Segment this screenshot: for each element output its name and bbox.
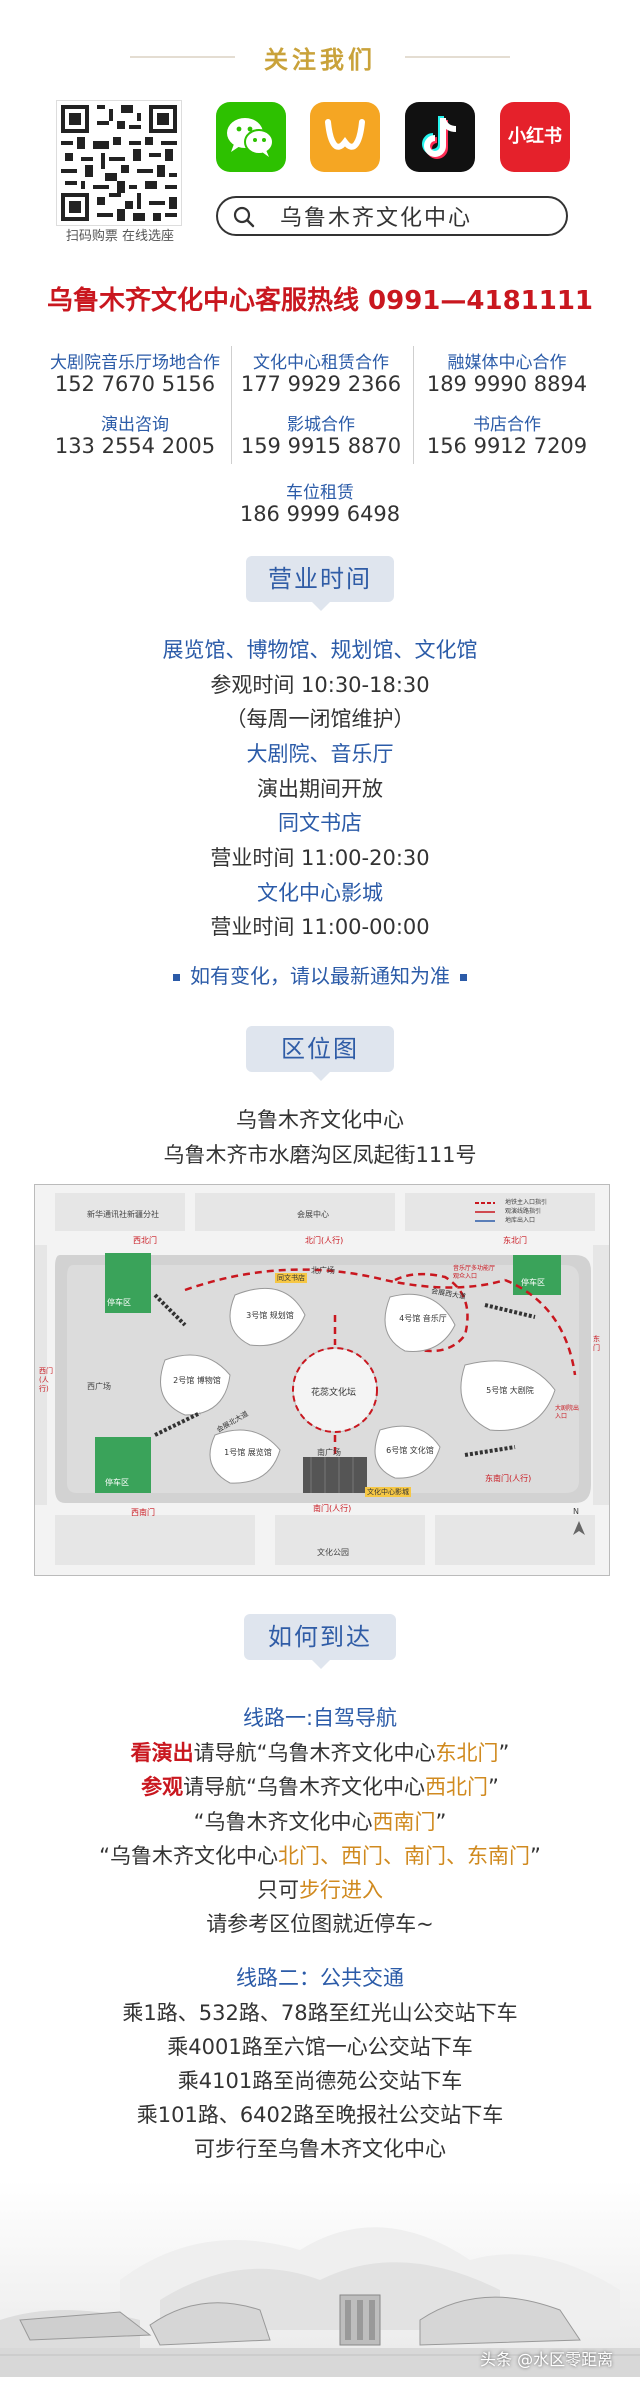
hours-line: 文化中心影城 xyxy=(257,881,383,905)
location-name: 乌鲁木齐文化中心 xyxy=(236,1108,404,1132)
contact-name: 文化中心租赁合作 xyxy=(253,353,389,373)
contact-name: 演出咨询 xyxy=(101,415,169,435)
map-label: 会展中心 xyxy=(297,1210,329,1219)
search-box[interactable] xyxy=(216,196,568,236)
route2-line: 乘4101路至尚德苑公交站下车 xyxy=(177,2069,463,2093)
gate-label: 东北门 xyxy=(503,1236,527,1245)
building-label: 5号馆 大剧院 xyxy=(486,1386,534,1395)
divider-left xyxy=(130,56,235,58)
hotline: 乌鲁木齐文化中心客服热线 0991—4181111 xyxy=(46,286,594,316)
building-label: 6号馆 文化馆 xyxy=(386,1446,434,1455)
contact-number[interactable]: 133 2554 2005 xyxy=(54,434,216,458)
wechat-icon[interactable] xyxy=(216,102,286,172)
hours-line: 营业时间 11:00-20:30 xyxy=(210,846,430,870)
watermark: 头条 @水区零距离 xyxy=(480,2350,614,2369)
pill-pointer xyxy=(312,602,330,611)
gate-label: 西北门 xyxy=(133,1236,157,1245)
location-map[interactable]: 新华通讯社新疆分社 会展中心 文化公园 地铁主入口指引观演线路指引地库出入口 西… xyxy=(34,1184,610,1576)
contact-divider xyxy=(413,346,414,464)
parking-label: 停车区 xyxy=(105,1478,129,1487)
map-label: 新华通讯社新疆分社 xyxy=(87,1210,159,1219)
hours-line: 同文书店 xyxy=(278,811,362,835)
pill-pointer xyxy=(312,1660,330,1669)
contact-name: 影城合作 xyxy=(287,415,355,435)
location-pill: 区位图 xyxy=(246,1026,394,1072)
route1-line: “乌鲁木齐文化中心西南门” xyxy=(193,1810,447,1834)
map-label: 文化公园 xyxy=(317,1548,349,1557)
route2-line: 乘4001路至六馆一心公交站下车 xyxy=(167,2035,473,2059)
parking-label: 停车区 xyxy=(107,1298,131,1307)
follow-title: 关注我们 xyxy=(264,46,376,74)
area-label: 花蕊文化坛 xyxy=(311,1388,357,1398)
contact-name: 书店合作 xyxy=(473,415,541,435)
contact-number[interactable]: 177 9929 2366 xyxy=(240,372,402,396)
location-address: 乌鲁木齐市水磨沟区凤起街111号 xyxy=(163,1143,477,1167)
route1-line: 请参考区位图就近停车~ xyxy=(206,1912,434,1936)
route2-line: 乘101路、6402路至晚报社公交站下车 xyxy=(136,2103,504,2127)
hours-line: 参观时间 10:30-18:30 xyxy=(210,673,430,697)
hours-pill: 营业时间 xyxy=(246,556,394,602)
area-label: 北广场 xyxy=(311,1266,335,1275)
gate-label: 东南门(人行) xyxy=(485,1474,532,1483)
contact-number[interactable]: 152 7670 5156 xyxy=(54,372,216,396)
gate-label: 南门(人行) xyxy=(313,1504,352,1513)
search-text: 乌鲁木齐文化中心 xyxy=(280,206,473,231)
contact-name: 融媒体中心合作 xyxy=(447,353,567,373)
map-tag: 音乐厅多功能厅 观众入口 xyxy=(453,1265,496,1280)
route2-line: 乘1路、532路、78路至红光山公交站下车 xyxy=(122,2001,518,2025)
building-label: 2号馆 博物馆 xyxy=(173,1376,221,1385)
contact-number[interactable]: 159 9915 8870 xyxy=(240,434,402,458)
contact-number[interactable]: 156 9912 7209 xyxy=(426,434,588,458)
map-tag: 同文书店 xyxy=(275,1273,307,1283)
map-tag: 大剧院出入口 xyxy=(555,1405,580,1420)
route1-line: 看演出请导航“乌鲁木齐文化中心东北门” xyxy=(130,1741,510,1765)
map-legend: 地铁主入口指引观演线路指引地库出入口 xyxy=(505,1199,548,1224)
qr-caption: 扫码购票 在线选座 xyxy=(65,229,175,244)
contact-number[interactable]: 186 9999 6498 xyxy=(239,502,401,526)
footer-illustration xyxy=(0,2180,640,2377)
compass-icon: N xyxy=(573,1507,579,1516)
divider-right xyxy=(405,56,510,58)
contact-name: 大剧院音乐厅场地合作 xyxy=(50,353,220,373)
map-tag: 文化中心影城 xyxy=(365,1487,411,1497)
tiktok-icon[interactable] xyxy=(405,102,475,172)
parking-label: 停车区 xyxy=(521,1278,545,1287)
bullet-icon xyxy=(460,974,467,981)
area-label: 西广场 xyxy=(87,1382,111,1391)
qr-code[interactable] xyxy=(56,100,182,226)
route1-line: 参观请导航“乌鲁木齐文化中心西北门” xyxy=(141,1775,499,1799)
route2-line: 可步行至乌鲁木齐文化中心 xyxy=(194,2137,446,2161)
route1-line: 只可步行进入 xyxy=(257,1878,383,1902)
area-label: 南广场 xyxy=(317,1448,341,1457)
contact-number[interactable]: 189 9990 8894 xyxy=(426,372,588,396)
hours-line: （每周一闭馆维护） xyxy=(225,707,415,731)
gate-label: 西门(人行) xyxy=(39,1367,53,1393)
weishi-icon[interactable] xyxy=(310,102,380,172)
pill-pointer xyxy=(312,1072,330,1081)
building-label: 3号馆 规划馆 xyxy=(246,1311,294,1320)
xiaohongshu-icon[interactable]: 小红书 xyxy=(500,102,570,172)
hours-line: 营业时间 11:00-00:00 xyxy=(210,915,430,939)
bullet-icon xyxy=(173,974,180,981)
gate-label: 北门(人行) xyxy=(305,1236,344,1245)
hours-line: 展览馆、博物馆、规划馆、文化馆 xyxy=(162,638,478,662)
building-label: 4号馆 音乐厅 xyxy=(399,1314,447,1323)
gate-label: 东门 xyxy=(593,1335,600,1352)
hours-line: 大剧院、音乐厅 xyxy=(246,742,394,766)
building-label: 1号馆 展览馆 xyxy=(224,1448,272,1457)
xiaohongshu-label: 小红书 xyxy=(508,126,562,147)
route1-title: 线路一:自驾导航 xyxy=(242,1706,398,1730)
route2-title: 线路二：公共交通 xyxy=(236,1966,404,1990)
route1-line: “乌鲁木齐文化中心北门、西门、南门、东南门” xyxy=(99,1844,541,1868)
hours-line: 演出期间开放 xyxy=(257,777,383,801)
search-icon xyxy=(232,205,256,233)
arrival-pill: 如何到达 xyxy=(244,1614,396,1660)
contact-divider xyxy=(231,346,232,464)
gate-label: 西南门 xyxy=(131,1508,155,1517)
contact-name: 车位租赁 xyxy=(286,483,354,503)
hours-note: 如有变化，请以最新通知为准 xyxy=(0,960,640,989)
